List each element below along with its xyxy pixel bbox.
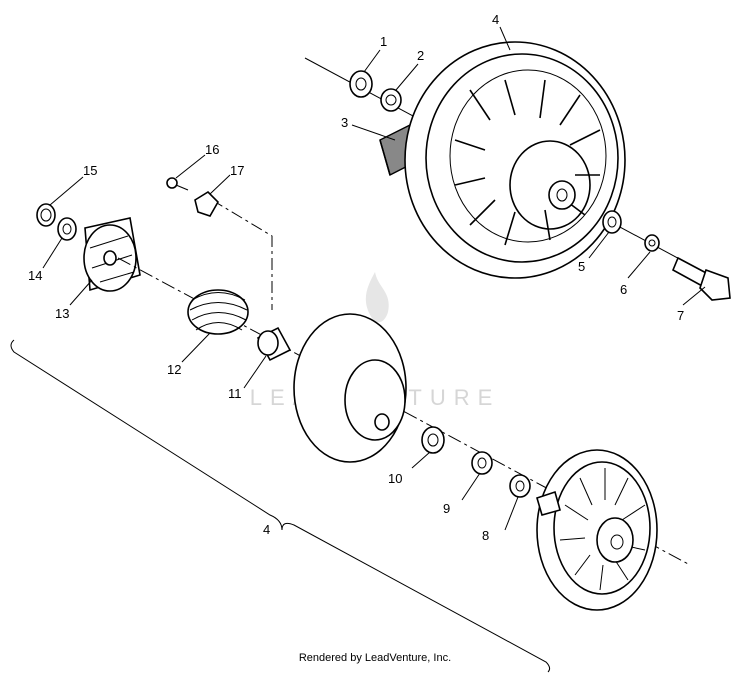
callout-1: 1	[380, 34, 387, 49]
part-14-washer[interactable]	[57, 217, 77, 241]
part-1-washer[interactable]	[349, 70, 373, 98]
part-4-clutch-sheave-upper[interactable]	[404, 41, 626, 279]
part-4-clutch-sheave-lower[interactable]	[293, 313, 407, 463]
part-12-spring[interactable]	[187, 289, 249, 335]
part-7-bolt[interactable]	[671, 256, 731, 301]
part-5-washer[interactable]	[602, 210, 622, 234]
part-9-washer[interactable]	[471, 451, 493, 475]
part-11-bushing[interactable]	[256, 326, 292, 362]
callout-7: 7	[677, 308, 684, 323]
callout-17: 17	[230, 163, 244, 178]
callout-3: 3	[341, 115, 348, 130]
part-16-screw[interactable]	[166, 177, 189, 191]
part-10-bushing[interactable]	[421, 426, 445, 454]
callout-6: 6	[620, 282, 627, 297]
part-17-button[interactable]	[194, 190, 219, 217]
part-8-washer[interactable]	[509, 474, 531, 498]
callout-10: 10	[388, 471, 402, 486]
callout-12: 12	[167, 362, 181, 377]
part-2-washer[interactable]	[380, 88, 402, 112]
callout-15: 15	[83, 163, 97, 178]
part-15-snap-ring[interactable]	[36, 203, 56, 227]
part-13-cam[interactable]	[83, 217, 141, 292]
callout-13: 13	[55, 306, 69, 321]
assembly-4-bracket	[10, 339, 551, 673]
callout-4-top: 4	[492, 12, 499, 27]
callout-2: 2	[417, 48, 424, 63]
callout-9: 9	[443, 501, 450, 516]
callout-14: 14	[28, 268, 42, 283]
part-17-axis-line	[211, 199, 273, 310]
callout-5: 5	[578, 259, 585, 274]
callout-11: 11	[228, 386, 242, 401]
leader-lines	[42, 26, 706, 531]
callout-4-bottom: 4	[263, 522, 270, 537]
callout-16: 16	[205, 142, 219, 157]
part-4-fixed-sheave[interactable]	[536, 449, 658, 611]
callout-8: 8	[482, 528, 489, 543]
footer-credit: Rendered by LeadVenture, Inc.	[298, 652, 452, 664]
part-6-lock-washer[interactable]	[644, 234, 660, 252]
